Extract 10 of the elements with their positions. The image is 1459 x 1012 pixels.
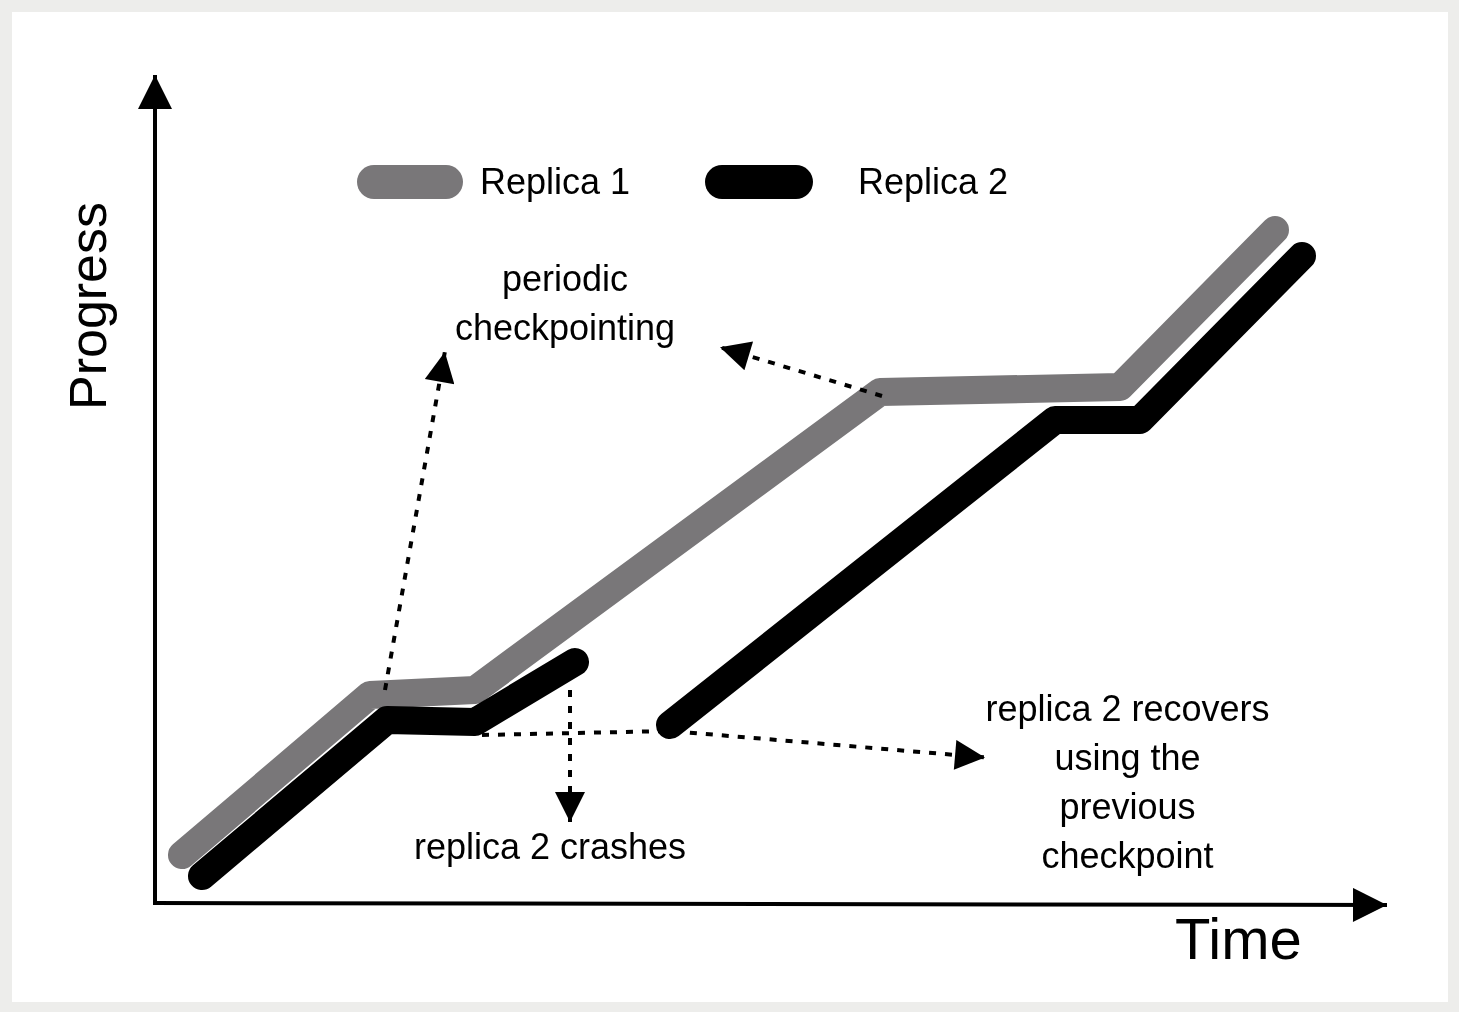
leader-arrow (555, 690, 585, 822)
leader-arrow (719, 341, 883, 398)
legend-label: Replica 2 (858, 161, 1009, 203)
leader-arrow (481, 729, 986, 770)
legend-label: Replica 1 (480, 161, 631, 203)
annotation-text: replica 2 crashes (370, 822, 730, 871)
annotation-text: replica 2 recovers using the previous checkpoint (985, 684, 1270, 880)
annotation-text: periodic checkpointing (410, 254, 720, 352)
leader-arrow (383, 351, 455, 691)
axis-title: Time (1175, 910, 1302, 968)
